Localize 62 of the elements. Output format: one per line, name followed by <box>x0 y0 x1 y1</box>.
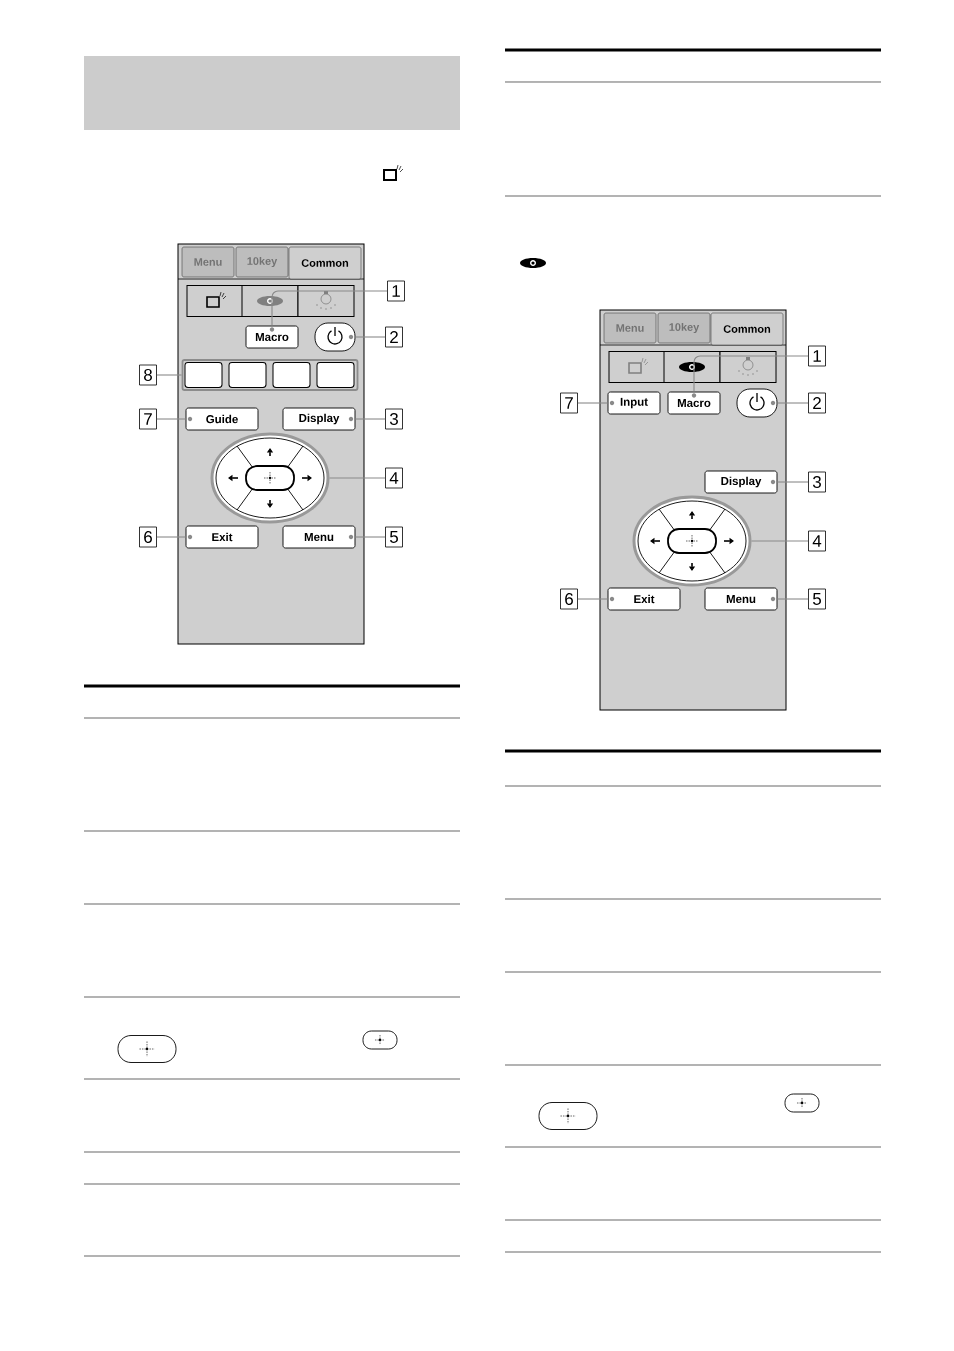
callout-number: 2 <box>385 326 403 348</box>
remote-button: Menu <box>282 525 356 549</box>
tab: Menu <box>603 312 657 344</box>
device-button <box>608 351 666 383</box>
leader-line <box>776 402 809 404</box>
callout-number: 6 <box>139 526 157 548</box>
remote-button: Display <box>282 407 356 431</box>
callout-number: 5 <box>385 526 403 548</box>
device-button <box>297 285 355 317</box>
direction-pad <box>210 432 330 524</box>
blank-button <box>184 362 223 388</box>
leader-line <box>328 477 386 479</box>
callout-number: 3 <box>385 408 403 430</box>
device-button <box>663 351 721 383</box>
leader-line <box>156 418 187 420</box>
callout-number: 2 <box>808 392 826 414</box>
callout-number: 7 <box>139 408 157 430</box>
leader-line <box>354 418 386 420</box>
remote-button: Macro <box>245 325 299 349</box>
leader-line <box>156 374 183 376</box>
leader-line <box>354 336 386 338</box>
blank-button <box>228 362 267 388</box>
leader-line <box>271 290 388 327</box>
callout-number: 4 <box>808 530 826 552</box>
leader-line <box>776 481 809 483</box>
device-button <box>186 285 244 317</box>
callout-number: 1 <box>808 345 826 367</box>
leader-line <box>577 402 609 404</box>
callout-number: 1 <box>387 280 405 302</box>
heading-band <box>84 56 460 130</box>
power-button <box>314 322 356 352</box>
remote-button: Macro <box>667 391 721 415</box>
callout-number: 7 <box>560 392 578 414</box>
tab: 10key <box>657 312 711 344</box>
tab: 10key <box>235 246 289 278</box>
tab: Common <box>710 312 784 346</box>
callout-number: 3 <box>808 471 826 493</box>
direction-pad <box>632 495 752 587</box>
blank-button <box>316 362 355 388</box>
callout-number: 5 <box>808 588 826 610</box>
button-group <box>181 359 359 391</box>
power-button <box>736 388 778 418</box>
remote-button: Exit <box>607 587 681 611</box>
callout-number: 4 <box>385 467 403 489</box>
leader-line <box>354 536 386 538</box>
leader-line <box>776 598 809 600</box>
leader-line <box>693 355 809 393</box>
remote-button: Guide <box>185 407 259 431</box>
remote-button: Display <box>704 470 778 494</box>
device-button <box>719 351 777 383</box>
leader-line <box>156 536 187 538</box>
remote-button: Exit <box>185 525 259 549</box>
device-button <box>241 285 299 317</box>
leader-line <box>750 540 809 542</box>
leader-line <box>577 598 609 600</box>
tab: Common <box>288 246 362 280</box>
callout-number: 6 <box>560 588 578 610</box>
tab: Menu <box>181 246 235 278</box>
callout-number: 8 <box>139 364 157 386</box>
remote-button: Menu <box>704 587 778 611</box>
remote-button: Input <box>607 391 661 415</box>
blank-button <box>272 362 311 388</box>
